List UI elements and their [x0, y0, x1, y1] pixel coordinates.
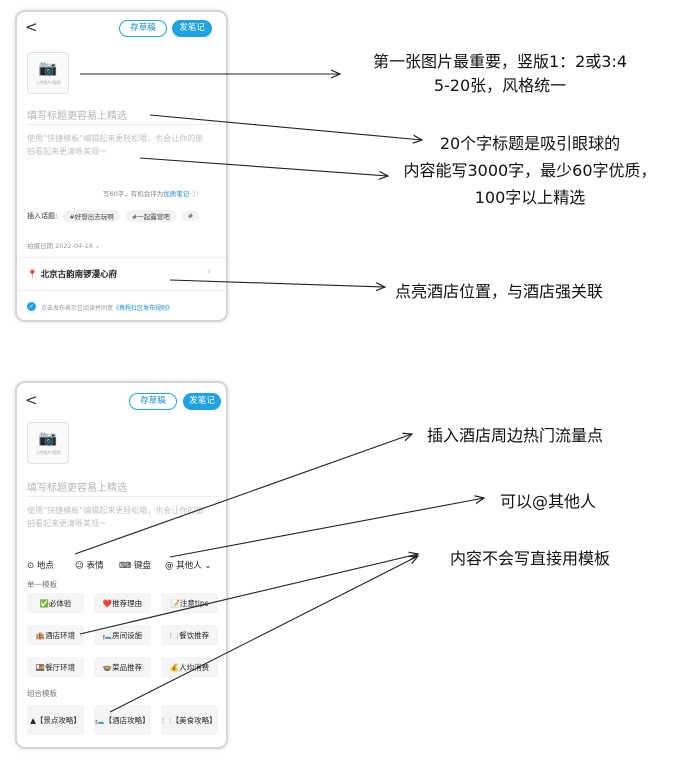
arrow-title: [149, 114, 422, 140]
template-restaurant-environment[interactable]: 🍱餐厅环境: [27, 657, 84, 677]
note-mention: 可以@其他人: [500, 492, 597, 511]
arrow-location: [169, 279, 385, 287]
note-selected-threshold: 100字以上精选: [474, 188, 586, 207]
template-hotel-guide[interactable]: 🛏️【酒店攻略】: [94, 705, 151, 735]
content-textarea[interactable]: 使用“快捷模板”编辑起来更轻松哦，也会让你的旅拍看起来更清晰美观～: [27, 506, 204, 528]
divider: [27, 496, 220, 497]
upload-hint: 上传图片/视频: [35, 449, 61, 455]
publish-button[interactable]: 发笔记: [183, 393, 221, 410]
template-avg-spend[interactable]: 💰人均消费: [161, 657, 218, 677]
note-hotel-location: 点亮酒店位置，与酒店强关联: [395, 282, 604, 301]
template-dining-recommend[interactable]: 🍽️餐饮推荐: [161, 625, 218, 645]
topic-chip[interactable]: #: [181, 211, 200, 221]
at-icon: @: [165, 561, 174, 571]
upload-hint: 上传图片/视频: [35, 79, 61, 85]
keyboard-icon: ⌨: [119, 561, 132, 571]
arrow-template-1: [79, 554, 418, 635]
back-icon[interactable]: <: [25, 391, 38, 409]
back-icon[interactable]: <: [25, 18, 38, 36]
divider: [17, 257, 226, 258]
save-draft-button[interactable]: 存草稿: [129, 393, 177, 410]
toolbar-emoji[interactable]: ☺ 表情: [75, 561, 104, 571]
note-image-count: 5-20张，风格统一: [433, 76, 567, 95]
note-first-image: 第一张图片最重要，竖版1：2或3:4: [372, 52, 628, 71]
toolbar-location[interactable]: ⊙ 地点: [27, 561, 54, 571]
template-room-facilities[interactable]: 🛏️房间设施: [94, 625, 151, 645]
location-pin-icon: ⊙: [27, 561, 35, 571]
camera-icon: 📷: [38, 58, 58, 77]
divider: [27, 124, 220, 125]
note-title-length: 20个字标题是吸引眼球的: [439, 134, 621, 153]
title-input[interactable]: 填写标题更容易上精选: [27, 111, 127, 122]
toolbar-keyboard[interactable]: ⌨ 键盘: [119, 561, 151, 571]
upload-photo-button[interactable]: 📷 上传图片/视频: [27, 422, 69, 464]
topic-chip[interactable]: #一起露营吧: [125, 210, 176, 222]
note-hot-spots: 插入酒店周边热门流量点: [427, 426, 604, 445]
note-editor-screen-2: < 存草稿 发笔记 📷 上传图片/视频 填写标题更容易上精选 使用“快捷模板”编…: [15, 381, 228, 749]
location-pin-icon: 📍: [27, 270, 38, 280]
combo-template-label: 组合模板: [27, 689, 57, 698]
topics-row: 插入话题: #好想出去玩啊 #一起露营吧 #: [27, 210, 200, 222]
template-must-experience[interactable]: ✅必体验: [27, 593, 84, 613]
agreement-text: 点击发布表示已阅读并同意《携程社区发布规则》: [41, 305, 174, 312]
content-textarea[interactable]: 使用“快捷模板”编辑起来更轻松哦，也会让你的旅拍看起来更清晰美观～: [27, 134, 204, 156]
divider: [17, 290, 226, 291]
save-draft-button[interactable]: 存草稿: [119, 20, 167, 37]
shoot-date[interactable]: 拍摄日期 2022-04-18 ⌄: [27, 242, 101, 250]
template-hotel-environment[interactable]: 🏨酒店环境: [27, 625, 84, 645]
arrow-content: [139, 157, 388, 176]
word-count-hint: 写60字，有机会评为优质笔记 ⓘ: [103, 190, 198, 198]
template-dish-recommend[interactable]: 🍲菜品推荐: [94, 657, 151, 677]
upload-photo-button[interactable]: 📷 上传图片/视频: [27, 52, 69, 94]
toolbar-mention[interactable]: @ 其他人 ⌄: [165, 561, 212, 571]
location-selector[interactable]: 📍 北京古韵南锣漫心府: [27, 270, 118, 280]
note-use-template: 内容不会写直接用模板: [450, 549, 611, 568]
publish-button[interactable]: 发笔记: [172, 20, 212, 37]
template-tips[interactable]: 📝注意tips: [161, 593, 218, 613]
topic-chip[interactable]: #好想出去玩啊: [63, 210, 120, 222]
template-food-guide[interactable]: 🍽️【美食攻略】: [161, 705, 218, 735]
agree-check-icon[interactable]: ✓: [27, 302, 36, 311]
title-input[interactable]: 填写标题更容易上精选: [27, 483, 127, 494]
template-recommend-reason[interactable]: ❤️推荐理由: [94, 593, 151, 613]
camera-icon: 📷: [38, 428, 58, 447]
note-editor-screen-1: < 存草稿 发笔记 📷 上传图片/视频 填写标题更容易上精选 使用“快捷模板”编…: [15, 10, 228, 322]
arrow-template-2: [109, 556, 418, 713]
arrow-poi: [74, 434, 412, 555]
smiley-icon: ☺: [75, 561, 84, 571]
template-attraction-guide[interactable]: ▲【景点攻略】: [27, 705, 84, 735]
single-template-label: 单一模板: [27, 580, 57, 589]
chevron-right-icon: ›: [207, 267, 211, 277]
arrow-mention: [169, 498, 484, 558]
note-content-length: 内容能写3000字，最少60字优质，: [403, 161, 657, 180]
